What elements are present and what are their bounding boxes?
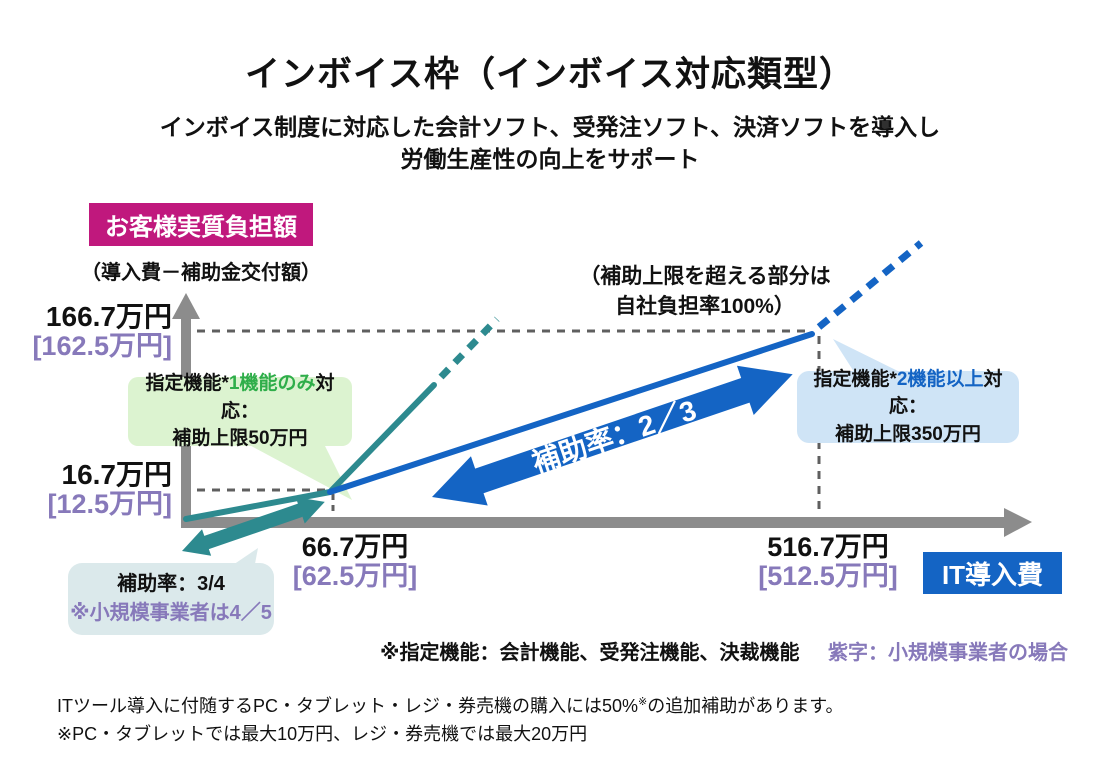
subtitle-line2: 労働生産性の向上をサポート: [400, 146, 700, 172]
over-limit-note-line1: （補助上限を超える部分は: [579, 265, 831, 288]
callout-two-accent: 2機能以上: [896, 368, 984, 390]
y-tick-top-small-business: [162.5万円]: [32, 331, 172, 362]
callout-small-business-line2: ※小規模事業者は4／5: [70, 602, 272, 624]
y-axis-badge: お客様実質負担額: [89, 203, 313, 246]
x-axis: [181, 517, 1005, 528]
footnote-purple-legend: 紫字：小規模事業者の場合: [828, 642, 1068, 664]
y-tick-top-value: 166.7万円: [45, 301, 172, 332]
callout-two-suffix: 対応：: [888, 368, 1003, 418]
callout-one-accent: 1機能のみ: [228, 373, 316, 395]
bottom-note-line1-sup: ※: [638, 696, 648, 708]
bottom-note-line1-post: の追加補助があります。: [647, 696, 844, 716]
y-tick-top: 166.7万円 [162.5万円]: [22, 301, 172, 362]
over-limit-note-line2: 自社負担率100%）: [615, 295, 795, 319]
callout-two-prefix: 指定機能*: [813, 368, 897, 390]
callout-one-function: 指定機能*1機能のみ対応： 補助上限50万円: [128, 373, 352, 449]
bottom-note-line1-pre: ITツール導入に付随するPC・タブレット・レジ・券売機の購入には50%: [57, 696, 639, 716]
callout-one-function-line2: 補助上限50万円: [172, 428, 308, 450]
callout-one-prefix: 指定機能*: [145, 373, 229, 395]
callout-two-functions-line1: 指定機能*2機能以上対応：: [797, 366, 1019, 421]
callout-one-function-line1: 指定機能*1機能のみ対応：: [128, 370, 352, 425]
over-limit-note: （補助上限を超える部分は 自社負担率100%）: [545, 262, 865, 323]
callout-one-suffix: 対応：: [220, 373, 335, 422]
subtitle-line1: インボイス制度に対応した会計ソフト、受発注ソフト、決済ソフトを導入し: [159, 114, 941, 140]
callout-small-business: 補助率：3/4 ※小規模事業者は4／5: [68, 563, 274, 635]
x-axis-arrow-icon: [1004, 508, 1032, 537]
callout-small-business-line1: 補助率：3/4: [117, 573, 225, 595]
x-tick-1-value: 66.7万円: [301, 532, 409, 562]
footnote-functions: ※指定機能：会計機能、受発注機能、決裁機能: [380, 642, 800, 664]
callout-two-functions: 指定機能*2機能以上対応： 補助上限350万円: [797, 369, 1019, 445]
bottom-note-line2: ※PC・タブレットでは最大10万円、レジ・券売機では最大20万円: [57, 724, 588, 744]
x-tick-2: 516.7万円 [512.5万円]: [748, 532, 908, 592]
y-axis-arrow-icon: [172, 293, 200, 319]
y-tick-low: 16.7万円 [12.5万円]: [22, 459, 173, 520]
series-one-function-dashed: [438, 316, 500, 380]
page-title: インボイス枠（インボイス対応類型）: [245, 55, 855, 94]
rate-arrow-main-label: 補助率：2／3: [527, 393, 700, 479]
rate-arrow-main: 補助率：2／3: [432, 365, 793, 506]
y-tick-low-value: 16.7万円: [61, 459, 173, 490]
callout-two-functions-line2: 補助上限350万円: [835, 423, 981, 445]
x-tick-1: 66.7万円 [62.5万円]: [281, 532, 429, 592]
x-axis-badge: IT導入費: [923, 552, 1062, 594]
series-two-functions-line: [327, 331, 815, 495]
y-tick-low-small-business: [12.5万円]: [47, 489, 172, 520]
x-tick-1-small-business: [62.5万円]: [292, 561, 418, 592]
bottom-note-line1: ITツール導入に付随するPC・タブレット・レジ・券売機の購入には50%※の追加補…: [57, 692, 843, 718]
y-axis-formula: （導入費－補助金交付額）: [81, 262, 321, 284]
x-tick-2-value: 516.7万円: [767, 532, 889, 562]
x-tick-2-small-business: [512.5万円]: [758, 561, 898, 592]
